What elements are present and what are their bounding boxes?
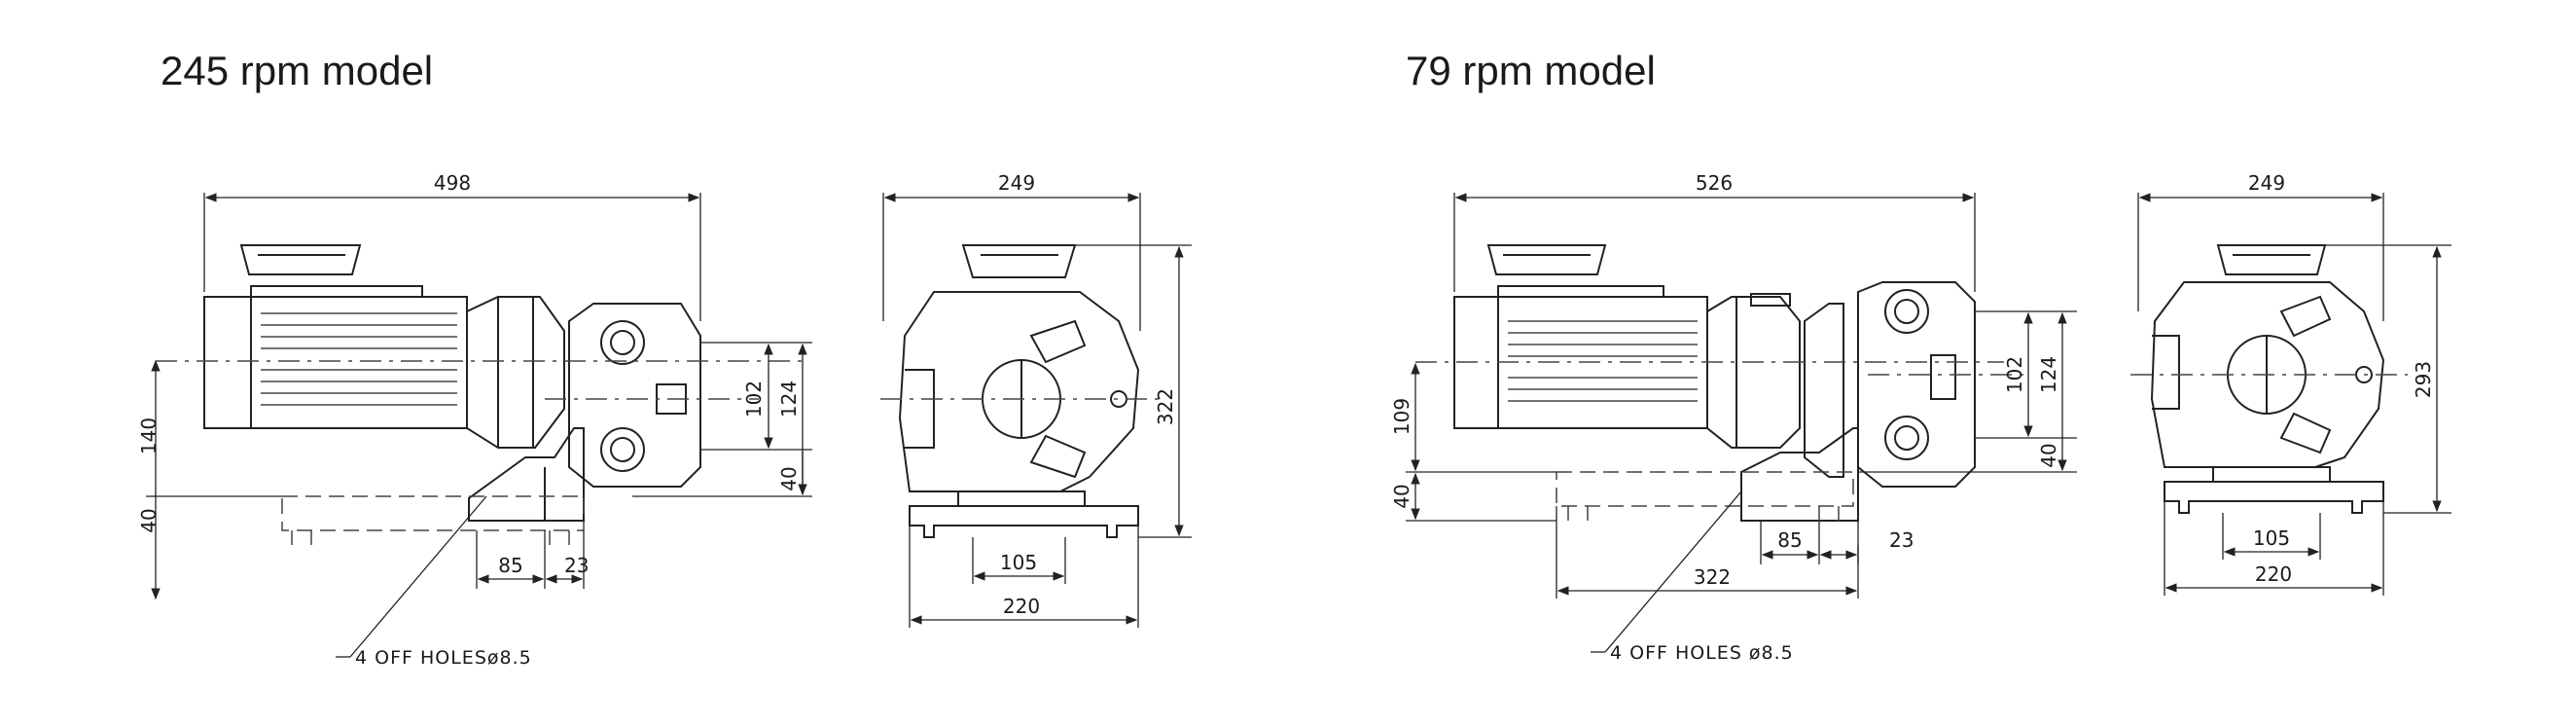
- dim-base-width-79: 220: [2255, 563, 2292, 586]
- side-view-79: [1453, 244, 1976, 522]
- dim-lines-79-side: [1406, 193, 2077, 653]
- dim-shaft-height-79: 109: [1390, 398, 1413, 435]
- dim-base-length-79: 322: [1694, 565, 1731, 589]
- dim-base-height-245: 40: [137, 508, 161, 532]
- dim-port-base-245: 40: [777, 466, 801, 490]
- holes-note-79: 4 OFF HOLES ø8.5: [1610, 642, 1794, 664]
- dim-lines-245-side: [146, 193, 812, 658]
- dim-port-base-79: 40: [2037, 443, 2060, 467]
- side-view-245: [203, 244, 701, 522]
- dim-hole-spacing-79: 105: [2253, 526, 2290, 550]
- dim-lines-245-end: [882, 193, 1192, 628]
- dim-height-245: 322: [1154, 388, 1177, 425]
- dim-port-height-79: 124: [2037, 356, 2060, 393]
- dim-foot-spacing-79: 85: [1777, 528, 1802, 552]
- dim-width-245: 249: [998, 171, 1035, 195]
- dim-port-height-245: 124: [777, 381, 801, 417]
- base-hidden-79: [1556, 471, 1854, 521]
- dim-hole-spacing-245: 105: [1000, 551, 1037, 574]
- centerlines-79: [1415, 361, 2023, 376]
- end-view-245: [898, 244, 1140, 538]
- model-245-title: 245 rpm model: [161, 48, 434, 93]
- dim-width-79: 249: [2248, 171, 2285, 195]
- dim-base-height-79: 40: [1390, 484, 1413, 508]
- dim-shaft-height-245: 140: [137, 417, 161, 454]
- dim-overall-length-245: 498: [434, 171, 471, 195]
- end-view-79: [2150, 244, 2385, 514]
- centerlines-245: [156, 360, 807, 400]
- dim-foot-offset-79: 23: [1889, 528, 1914, 552]
- dim-base-width-245: 220: [1003, 595, 1040, 618]
- dim-port-spacing-79: 102: [2003, 356, 2026, 393]
- dim-foot-spacing-245: 85: [498, 554, 522, 577]
- dim-port-spacing-245: 102: [742, 381, 766, 417]
- dim-foot-offset-245: 23: [564, 554, 589, 577]
- model-79-title: 79 rpm model: [1406, 48, 1656, 93]
- holes-note-245: 4 OFF HOLESø8.5: [355, 647, 532, 669]
- dim-lines-79-end: [2137, 193, 2451, 596]
- dim-height-79: 293: [2412, 361, 2435, 398]
- dim-overall-length-79: 526: [1696, 171, 1733, 195]
